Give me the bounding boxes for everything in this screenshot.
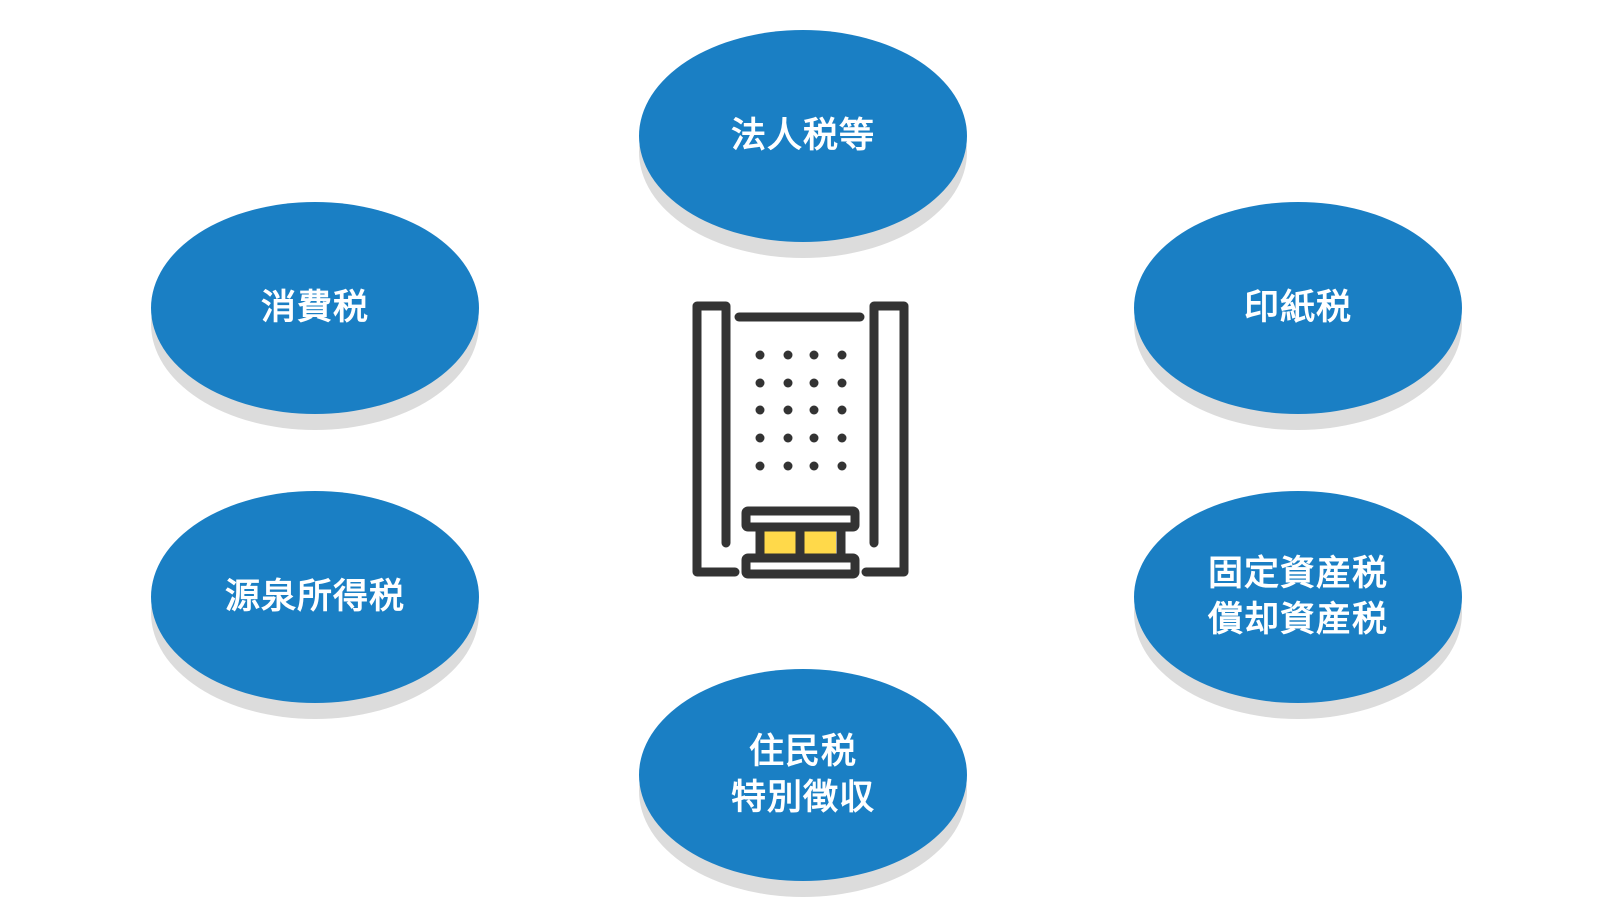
window-dot (809, 350, 819, 360)
node-label: 印紙税 (1243, 288, 1352, 328)
tax-node-corporate: 法人税等 (639, 30, 967, 258)
window-dot (837, 461, 847, 471)
window-dot (755, 433, 765, 443)
tax-node-resident: 住民税 特別徴収 (639, 669, 967, 897)
node-ellipse: 固定資産税 償却資産税 (1134, 491, 1462, 703)
window-dot (837, 350, 847, 360)
window-dot (809, 461, 819, 471)
window-dot (755, 405, 765, 415)
tax-node-stamp: 印紙税 (1134, 202, 1462, 430)
node-ellipse: 消費税 (151, 202, 479, 414)
tax-node-consumption: 消費税 (151, 202, 479, 430)
node-ellipse: 印紙税 (1134, 202, 1462, 414)
node-label: 消費税 (260, 288, 369, 328)
window-dot (783, 461, 793, 471)
window-dot (783, 378, 793, 388)
window-dot (755, 350, 765, 360)
window-dot (783, 433, 793, 443)
window-dot (809, 433, 819, 443)
node-label: 源泉所得税 (224, 577, 405, 617)
window-dot (783, 350, 793, 360)
node-ellipse: 法人税等 (639, 30, 967, 242)
window-dot (837, 433, 847, 443)
node-ellipse: 源泉所得税 (151, 491, 479, 703)
node-label-line2: 償却資産税 (1207, 600, 1388, 640)
window-dot (837, 405, 847, 415)
tax-node-withholding: 源泉所得税 (151, 491, 479, 719)
tax-node-property: 固定資産税 償却資産税 (1134, 491, 1462, 719)
window-dot (809, 405, 819, 415)
node-label: 法人税等 (730, 116, 875, 156)
node-ellipse: 住民税 特別徴収 (639, 669, 967, 881)
window-dot (809, 378, 819, 388)
node-label-line2: 特別徴収 (730, 778, 875, 818)
window-dot (837, 378, 847, 388)
window-dot (755, 378, 765, 388)
node-label-line1: 住民税 (748, 732, 857, 772)
window-dot (783, 405, 793, 415)
node-label-line1: 固定資産税 (1207, 554, 1388, 594)
window-dot (755, 461, 765, 471)
